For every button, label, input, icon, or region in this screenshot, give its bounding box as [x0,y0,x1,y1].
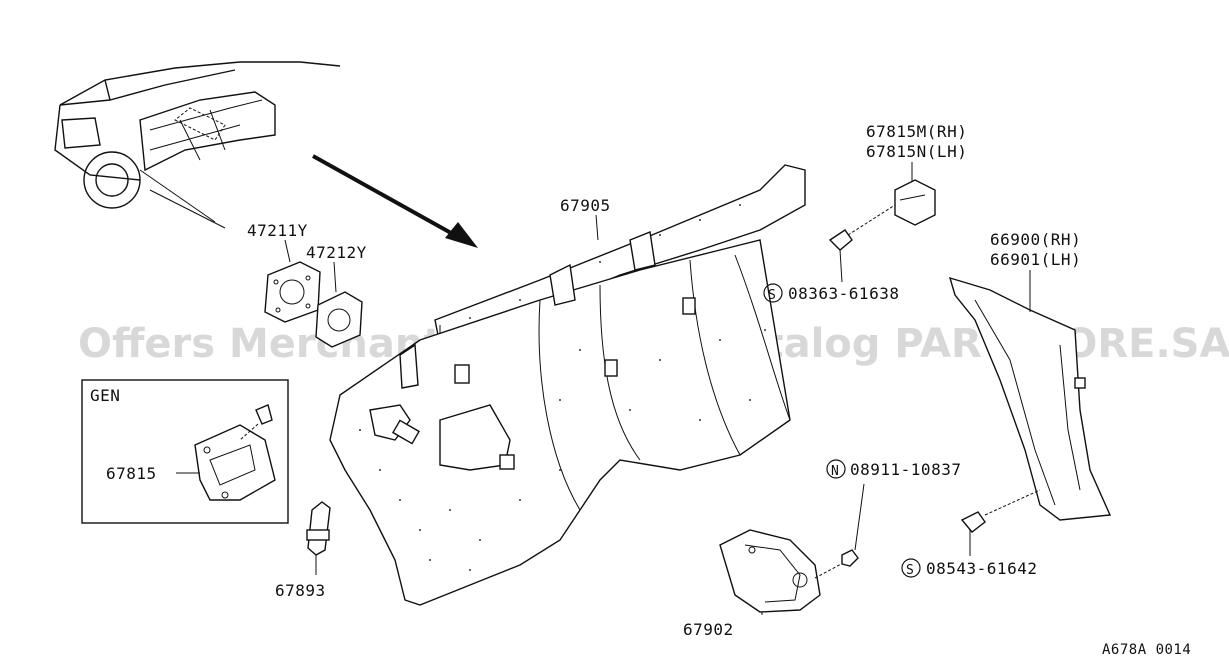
callout-66901: 66901(LH) [990,250,1081,269]
dash-insulator-67905 [329,164,806,606]
callout-67815: 67815 [106,464,157,483]
pillar-trim-66900 [948,270,1112,556]
callout-66900: 66900(RH) [990,230,1081,249]
clip-67893 [306,501,331,556]
s-mark-symbol [763,283,783,303]
callout-08363-61638: 08363-61638 [788,284,899,303]
gasket-47212y [315,291,363,348]
s-mark-letter: S [906,563,914,578]
inset-gen [81,379,289,524]
n-mark-letter: N [831,464,839,479]
callout-67905: 67905 [560,196,611,215]
bracket-67815m [828,162,936,283]
leader-67905 [595,214,599,241]
diagram-code: A678A 0014 [1102,642,1191,658]
vehicle-illustration [54,61,341,229]
callout-47212y: 47212Y [306,243,367,262]
s-mark-letter: S [768,288,776,303]
s-mark-symbol [901,558,921,578]
bracket-67902 [719,483,865,615]
callout-67815n: 67815N(LH) [866,142,967,161]
n-mark-symbol [826,459,846,479]
gasket-47211y [264,261,321,323]
callout-67893: 67893 [275,581,326,600]
pointer-arrow [312,154,478,248]
inset-label-gen: GEN [90,386,120,405]
callout-67902: 67902 [683,620,734,639]
leader-47211y [284,239,291,263]
callout-08543-61642: 08543-61642 [926,559,1037,578]
callout-47211y: 47211Y [247,221,308,240]
leader-47212y [333,261,337,293]
callout-67815m: 67815M(RH) [866,122,967,141]
callout-08911-10837: 08911-10837 [850,460,961,479]
texture-dots [359,204,766,571]
